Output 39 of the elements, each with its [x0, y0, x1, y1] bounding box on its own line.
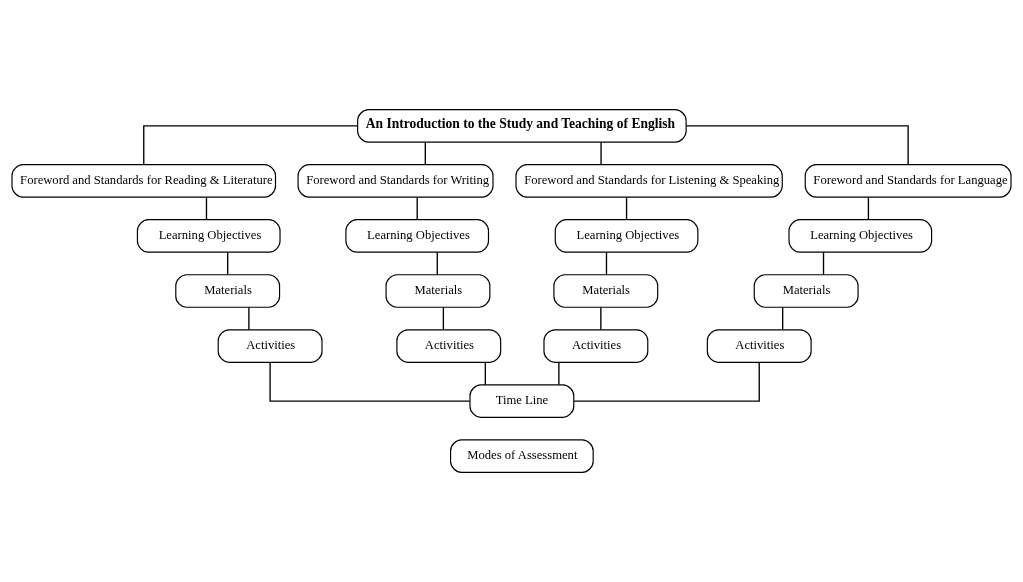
node-box: Activities	[543, 329, 649, 363]
connector	[424, 141, 426, 166]
node-box: Time Line	[469, 384, 575, 418]
connector	[625, 196, 628, 221]
connector	[685, 125, 909, 166]
node-box: Foreword and Standards for Language	[804, 164, 1012, 198]
node-box: Activities	[706, 329, 812, 363]
connector	[600, 306, 602, 331]
node-box: Materials	[753, 274, 859, 308]
connector	[605, 251, 608, 276]
node-box: Materials	[175, 274, 281, 308]
connector	[782, 306, 784, 331]
connector	[442, 306, 445, 331]
connector	[573, 361, 760, 402]
connector	[205, 196, 208, 221]
node-box: Foreword and Standards for Reading & Literature	[11, 164, 277, 198]
connector	[822, 251, 825, 276]
node-box: Materials	[553, 274, 659, 308]
node-box: Foreword and Standards for Writing	[297, 164, 494, 198]
node-box: Learning Objectives	[345, 219, 490, 253]
connector	[558, 361, 560, 386]
node-box: Learning Objectives	[788, 219, 933, 253]
node-box: Modes of Assessment	[450, 439, 594, 473]
node-box: Activities	[396, 329, 502, 363]
node-box: An Introduction to the Study and Teaching of English	[357, 109, 687, 143]
node-box: Foreword and Standards for Listening & Speaking	[515, 164, 783, 198]
connector	[143, 125, 359, 166]
connector	[416, 196, 418, 221]
connector	[867, 196, 870, 221]
node-box: Materials	[385, 274, 491, 308]
connector	[248, 306, 250, 331]
connector	[484, 361, 486, 386]
connector	[436, 251, 438, 276]
node-box: Learning Objectives	[136, 219, 281, 253]
connector	[600, 141, 602, 166]
connector	[269, 361, 471, 402]
node-box: Activities	[217, 329, 323, 363]
connector	[227, 251, 229, 276]
node-box: Learning Objectives	[554, 219, 699, 253]
